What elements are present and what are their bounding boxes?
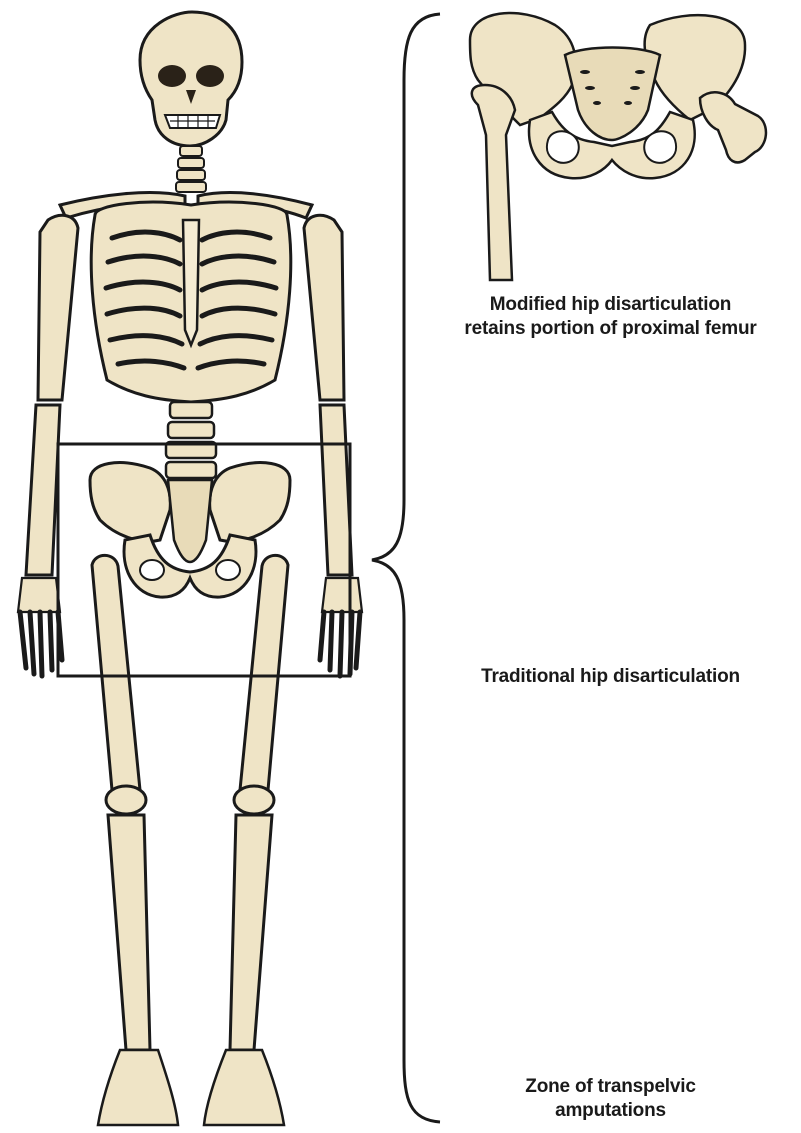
caption-line: Zone of transpelvic: [420, 1075, 801, 1099]
cervical-spine: [176, 146, 206, 192]
caption-line: Modified hip disarticulation: [420, 293, 801, 317]
caption-line: retains portion of proximal femur: [420, 317, 801, 341]
caption-modified-hip-disarticulation: Modified hip disarticulation retains por…: [420, 293, 801, 341]
lumbar-spine: [166, 402, 216, 478]
caption-transpelvic-zone: Zone of transpelvic amputations: [420, 1075, 801, 1123]
hands: [18, 578, 362, 676]
retained-proximal-femur: [700, 92, 766, 162]
skull: [140, 12, 242, 146]
caption-line: amputations: [420, 1099, 801, 1123]
left-femur: [472, 85, 515, 280]
full-skeleton: [18, 12, 362, 1125]
caption-line: Traditional hip disarticulation: [420, 665, 801, 689]
legs: [92, 555, 288, 1050]
feet: [98, 1050, 284, 1125]
panel-modified-hip-disarticulation: [470, 13, 766, 280]
grouping-brace: [372, 14, 440, 1122]
caption-traditional-hip-disarticulation: Traditional hip disarticulation: [420, 665, 801, 689]
rib-cage: [91, 202, 291, 402]
